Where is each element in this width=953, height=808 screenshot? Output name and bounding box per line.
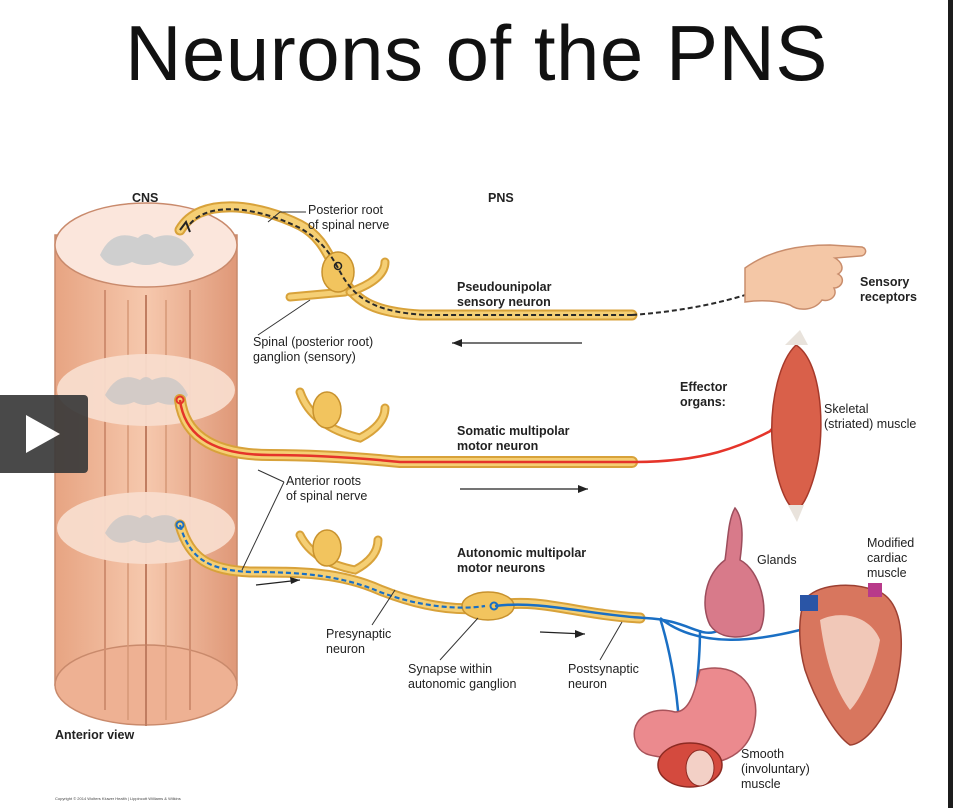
anterior-view-label: Anterior view (55, 728, 135, 742)
glands-label: Glands (757, 553, 797, 567)
autonomic-motor-neurons (174, 519, 801, 761)
skeletal-muscle (770, 330, 822, 522)
hand-illustration (744, 244, 867, 310)
window-edge (948, 0, 953, 808)
spinal-cord (54, 202, 238, 726)
sensory-neuron (174, 201, 859, 321)
spinal-ganglion-label: Spinal (posterior root)ganglion (sensory… (253, 335, 374, 364)
skeletal-muscle-label: Skeletal(striated) muscle (824, 402, 917, 431)
page-title: Neurons of the PNS (125, 9, 828, 97)
play-button[interactable] (0, 395, 88, 473)
cns-label: CNS (132, 191, 159, 205)
glands (704, 506, 765, 638)
copyright-text: Copyright © 2014 Wolters Kluwer Health |… (55, 796, 181, 801)
heart (799, 583, 902, 746)
somatic-motor-neuron (174, 387, 801, 468)
smooth-muscle-label: Smooth(involuntary)muscle (741, 747, 810, 791)
pns-label: PNS (488, 191, 514, 205)
leader-lines (241, 211, 623, 661)
stomach (633, 667, 757, 788)
play-icon (26, 415, 60, 453)
